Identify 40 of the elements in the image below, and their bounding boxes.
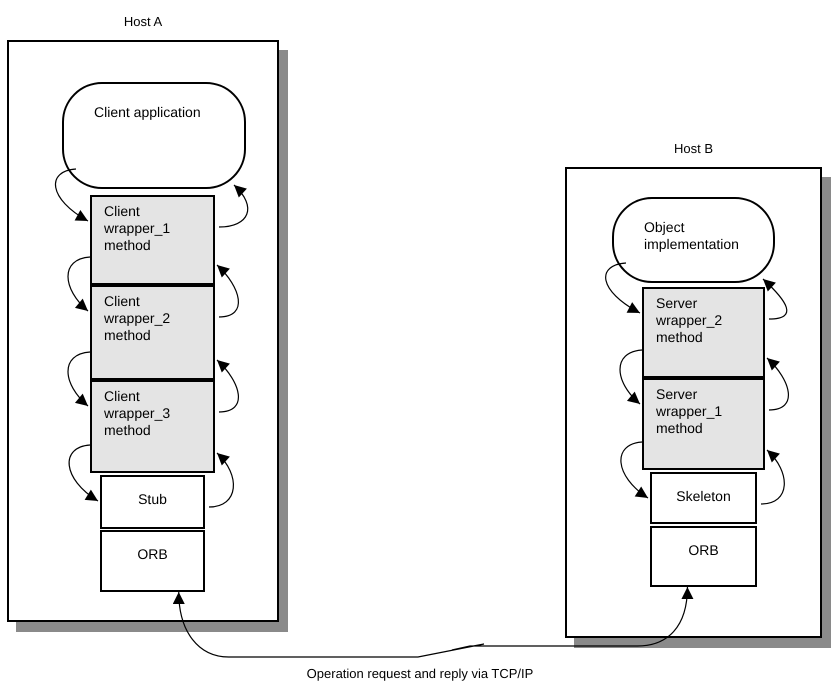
arrow (173, 586, 693, 658)
arrow (762, 278, 788, 320)
wrapper-box (90, 380, 215, 473)
wrapper-box (90, 285, 215, 380)
process-box (100, 530, 205, 592)
node-text: ORB (688, 542, 719, 559)
arrow (67, 256, 90, 312)
edge-label: Operation request and reply via TCP/IP (304, 666, 536, 681)
arrow (218, 184, 248, 228)
arrow (619, 349, 642, 404)
node-text: Client application (94, 104, 201, 121)
host-title: Host B (672, 141, 714, 156)
node-text: Server wrapper_1 method (656, 386, 724, 436)
node-text: Client wrapper_3 method (104, 388, 172, 438)
arrow (766, 358, 789, 411)
arrow (68, 444, 98, 502)
node-text: Client wrapper_2 method (104, 293, 172, 344)
rounded-box (612, 197, 775, 283)
wrapper-box (642, 378, 765, 470)
node-text: Skeleton (676, 488, 731, 505)
arrow (216, 264, 239, 318)
arrow (55, 168, 88, 222)
node-text: Object implementation (644, 219, 740, 253)
wrapper-box (642, 287, 765, 378)
node-text: Stub (138, 491, 167, 508)
arrow (216, 360, 239, 413)
rounded-box (62, 82, 246, 189)
node-text: ORB (137, 546, 168, 563)
arrow (620, 441, 648, 498)
host-title: Host A (122, 14, 164, 29)
arrow (208, 452, 234, 508)
wrapper-box (90, 195, 215, 285)
node-text: Client wrapper_1 method (104, 203, 172, 254)
process-box (100, 475, 205, 529)
arrow (67, 351, 90, 406)
arrow (760, 450, 785, 505)
node-text: Server wrapper_2 method (656, 295, 724, 346)
arrow (605, 262, 640, 314)
process-box (650, 472, 757, 524)
process-box (650, 526, 757, 587)
